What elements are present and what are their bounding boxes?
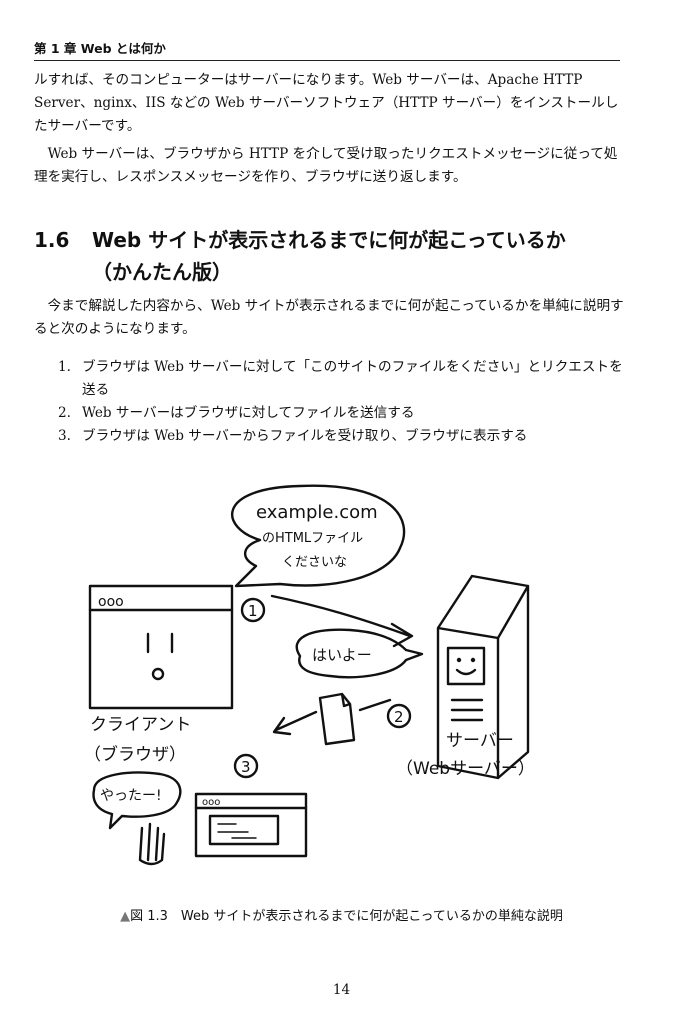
browser-window [88,584,234,710]
file-icon [318,692,356,746]
client-label-line2: （ブラウザ） [84,744,186,765]
browser-dots: ooo [98,594,124,610]
list-item: 2. Web サーバーはブラウザに対してファイルを送信する [58,402,624,425]
step-number: 3. [58,428,71,444]
bubble-client-text: やったー! [100,788,162,804]
server-box [436,574,530,780]
reply-bubble [295,628,424,679]
server-eye-left [456,657,462,663]
step-3-circle [233,753,259,779]
client-label-line1: クライアント [90,715,191,735]
section-number: 1.6 [34,228,70,252]
step-1-circle [240,597,266,623]
section-intro: 今まで解説した内容から、Web サイトが表示されるまでに何が起こっているかを単純… [34,298,624,337]
running-head: 第 1 章 Web とは何か [34,38,620,61]
step-text: ブラウザは Web サーバーからファイルを受け取り、ブラウザに表示する [82,428,528,444]
section-title-line2: （かんたん版） [92,260,232,284]
small-browser-content [208,814,280,846]
small-browser [194,792,308,858]
small-browser-dots: ooo [202,797,220,808]
step-text: Web サーバーはブラウザに対してファイルを送信する [82,405,415,421]
request-arrow [270,594,414,648]
figure-caption: ▲図 1.3 Web サイトが表示されるまでに何が起こっているかの単純な説明 [0,905,683,924]
server-smile [455,668,477,676]
bubble-request-line2: のHTMLファイル [262,531,363,546]
bubble-request-line1: example.com [256,502,378,523]
server-to-file-line [358,698,392,712]
section-title-line1: Web サイトが表示されるまでに何が起こっているか [92,228,566,252]
server-label-line1: サーバー [446,731,514,751]
section-heading: 1.6 Web サイトが表示されるまでに何が起こっているか （かんたん版） [34,224,634,288]
client-bubble [92,771,182,830]
raised-hands [138,822,166,866]
step-number: 2. [58,405,71,421]
paragraph-1: ルすれば、そのコンピューターはサーバーになります。Web サーバーは、Apach… [34,72,619,134]
server-eye-right [470,657,476,663]
page-number: 14 [332,982,351,998]
paragraph-2: Web サーバーは、ブラウザから HTTP を介して受け取ったリクエストメッセー… [34,146,618,185]
server-label-line2: （Webサーバー） [396,759,535,779]
step-2-circle [386,703,412,729]
step-number: 1. [58,359,71,375]
browser-mouth [151,667,165,681]
list-item: 1. ブラウザは Web サーバーに対して「このサイトのファイルをください」とリク… [58,356,624,402]
step-text: ブラウザは Web サーバーに対して「このサイトのファイルをください」とリクエス… [82,359,623,398]
list-item: 3. ブラウザは Web サーバーからファイルを受け取り、ブラウザに表示する [58,425,624,448]
figure-illustration: example.com のHTMLファイル くださいな ooo 1 はいよー 2 [60,478,620,878]
step-2-number: 2 [394,708,404,726]
steps-list: 1. ブラウザは Web サーバーに対して「このサイトのファイルをください」とリク… [58,356,624,448]
request-bubble [231,484,406,588]
client-server-diagram: example.com のHTMLファイル くださいな ooo 1 はいよー 2 [84,484,535,866]
server-screen [446,646,486,686]
step-1-number: 1 [248,602,258,620]
caption-marker: ▲ [120,909,131,924]
bubble-request-line3: くださいな [282,555,347,570]
bubble-reply-text: はいよー [312,646,372,664]
file-arrow-to-client [272,710,318,736]
caption-text: 図 1.3 Web サイトが表示されるまでに何が起こっているかの単純な説明 [130,909,563,924]
step-3-number: 3 [241,758,251,776]
